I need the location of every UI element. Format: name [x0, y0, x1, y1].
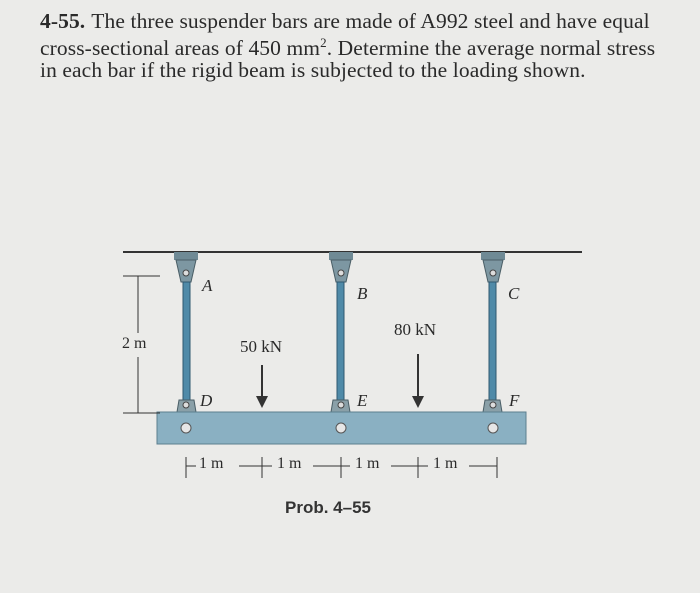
- span-label-4: 1 m: [433, 455, 458, 472]
- clevis-e: [330, 399, 351, 413]
- problem-text-part2: . Determine the average normal stress in…: [40, 36, 656, 83]
- bar-be: [336, 281, 345, 401]
- point-label-e: E: [357, 391, 368, 410]
- pin-d: [180, 422, 192, 434]
- load-arrow-80kn: [412, 354, 424, 408]
- support-bracket-c: [481, 252, 505, 283]
- point-label-c: C: [508, 284, 520, 303]
- support-bracket-b: [329, 252, 353, 283]
- span-label-2: 1 m: [277, 455, 302, 472]
- point-label-d: D: [200, 391, 213, 410]
- figure-caption: Prob. 4–55: [285, 498, 371, 517]
- problem-number: 4-55.: [40, 9, 86, 33]
- clevis-d: [176, 399, 197, 413]
- problem-statement: 4-55.The three suspender bars are made o…: [40, 10, 670, 81]
- span-dimension-line: [185, 457, 498, 478]
- point-label-f: F: [509, 391, 520, 410]
- span-label-1: 1 m: [199, 455, 224, 472]
- problem-superscript: 2: [320, 35, 327, 50]
- span-label-3: 1 m: [355, 455, 380, 472]
- support-bracket-a: [174, 252, 198, 283]
- load-arrow-50kn: [256, 365, 268, 408]
- point-label-a: A: [202, 276, 213, 295]
- clevis-f: [482, 399, 503, 413]
- point-label-b: B: [357, 284, 368, 303]
- load-label-80kn: 80 kN: [394, 320, 437, 339]
- bar-cf: [488, 281, 497, 401]
- pin-f: [487, 422, 499, 434]
- problem-text-part1: The three suspender bars are made of A99…: [40, 9, 650, 61]
- bar-ad: [182, 281, 191, 401]
- pin-e: [335, 422, 347, 434]
- height-dimension-label: 2 m: [122, 335, 147, 352]
- load-label-50kn: 50 kN: [240, 337, 283, 356]
